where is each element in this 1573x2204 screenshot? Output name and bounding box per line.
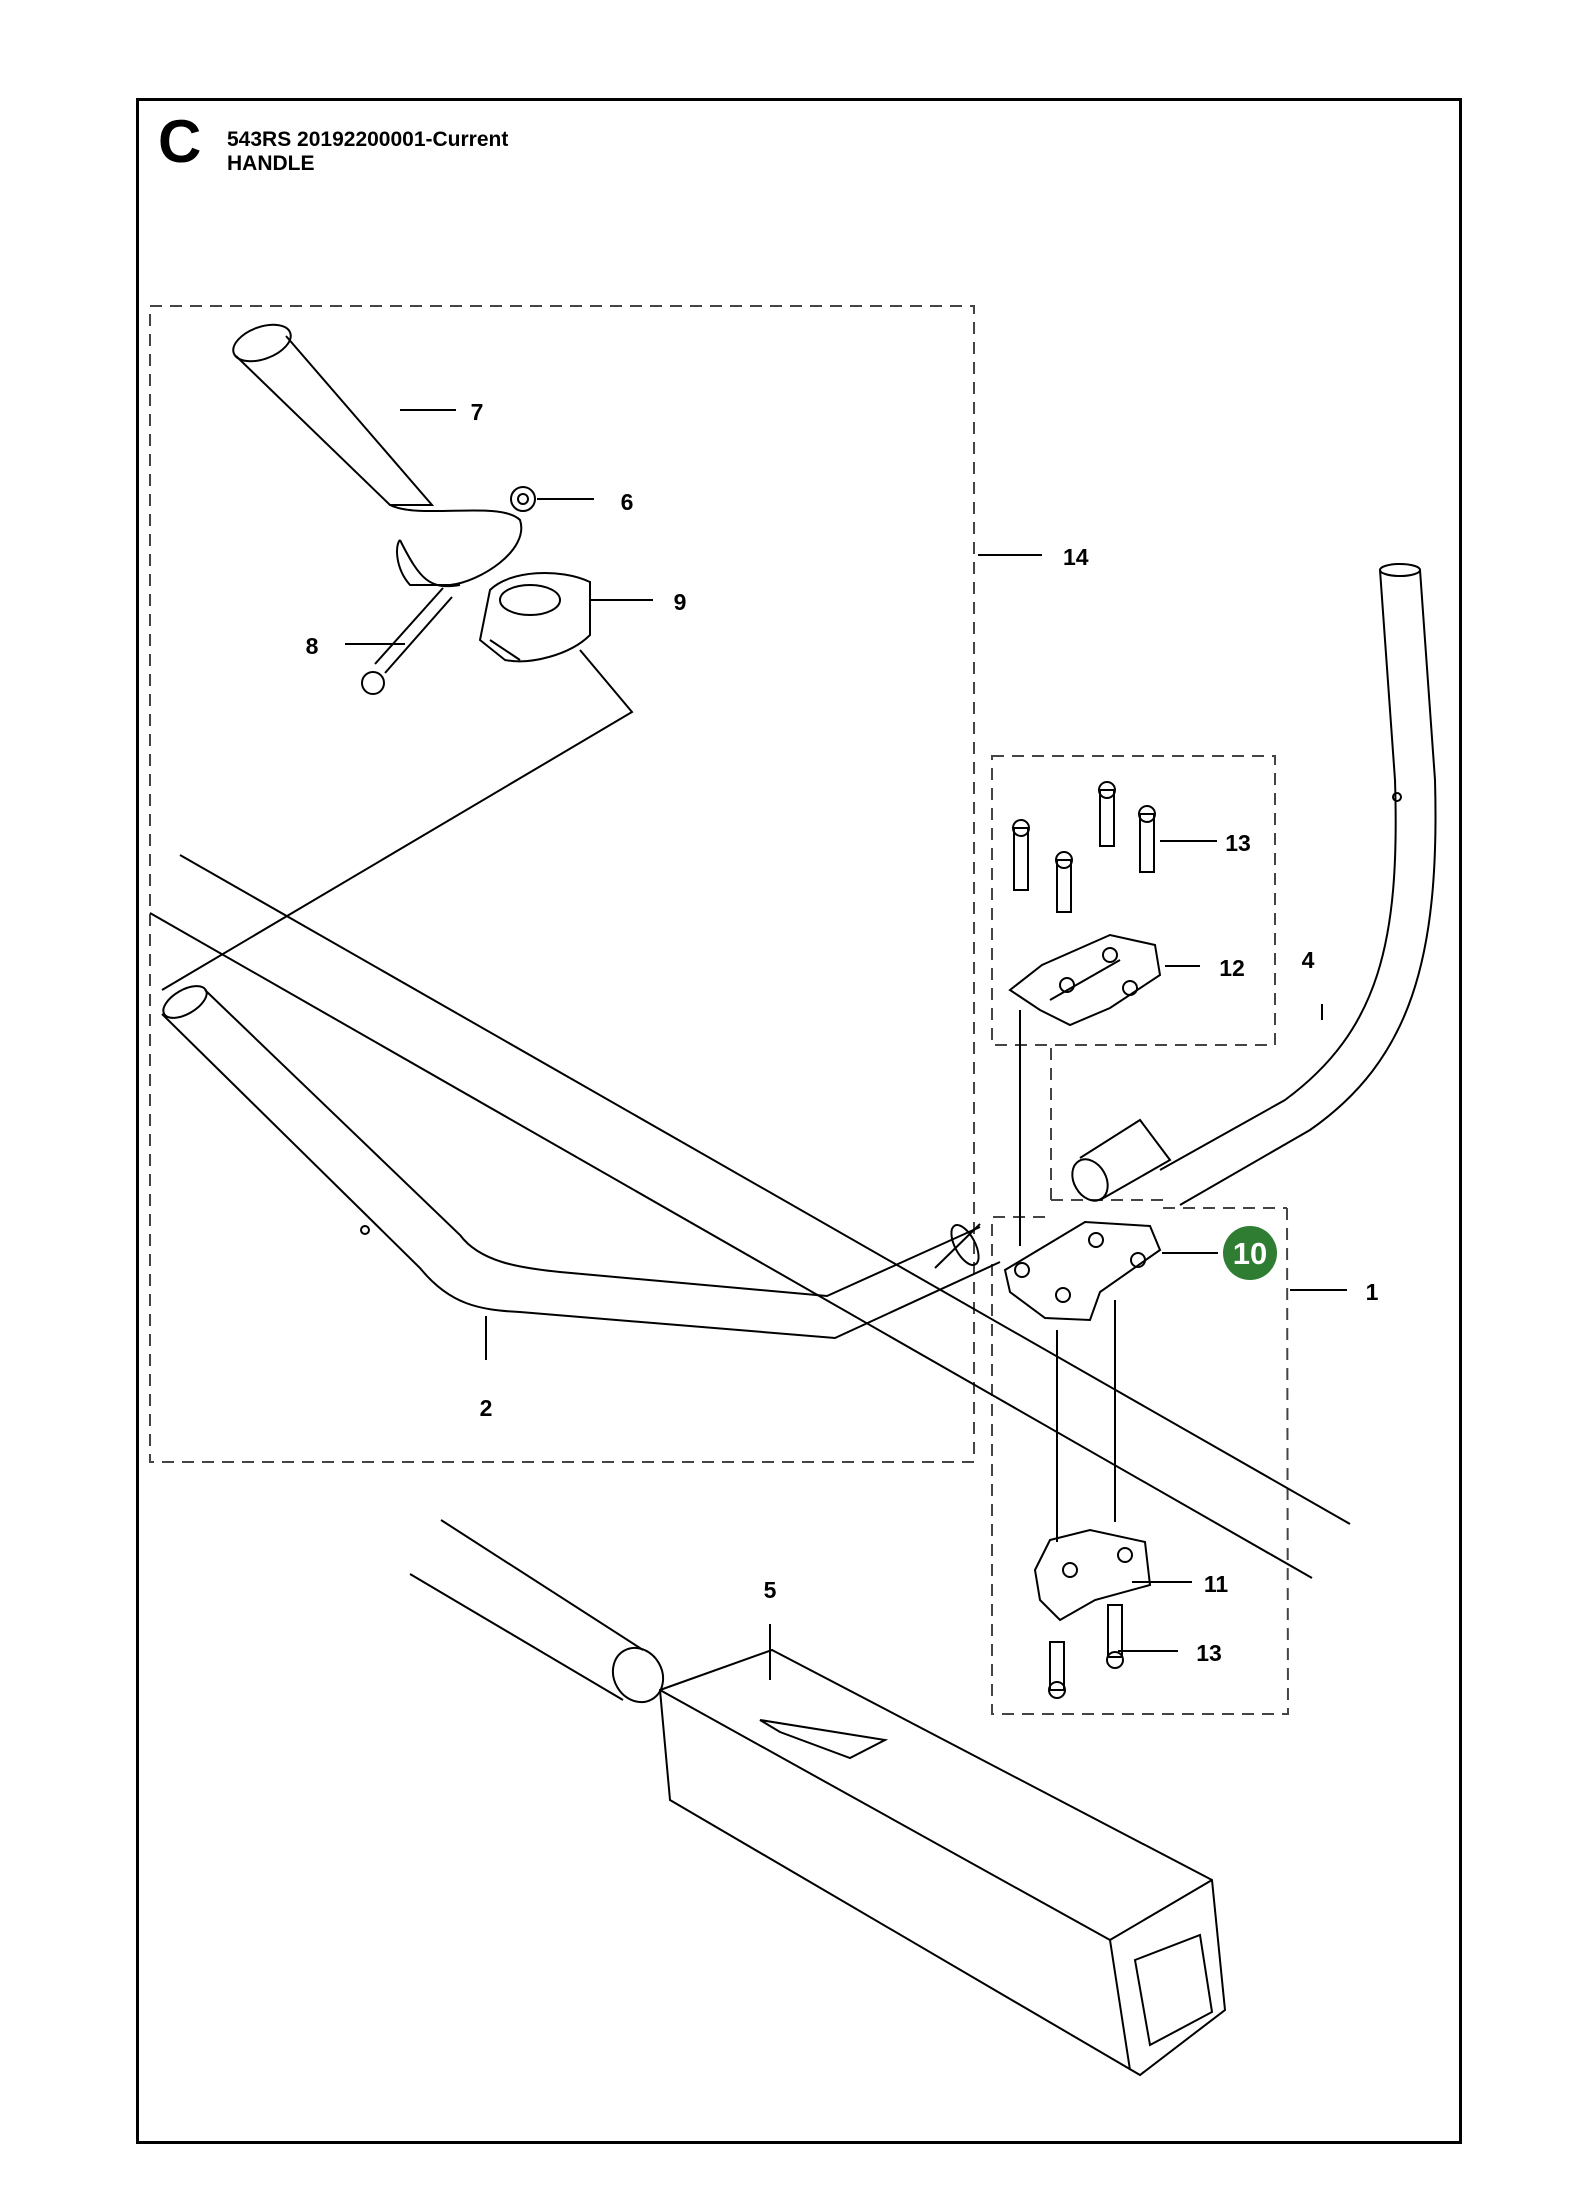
upper-clamp-part-12[interactable] (1008, 933, 1162, 1027)
group-box-clamp-assembly-1 (991, 1207, 1290, 1715)
group-box-handle-tube-4 (1050, 1045, 1287, 1209)
callout-7[interactable]: 7 (471, 399, 484, 425)
shaft-tube-part-5[interactable] (658, 1648, 1227, 2077)
handle-bar-part-2[interactable] (158, 980, 1001, 1340)
model-serial-line: 543RS 20192200001-Current (227, 128, 509, 151)
callout-14[interactable]: 14 (1063, 544, 1089, 570)
callout-13-bottom[interactable]: 13 (1196, 1640, 1222, 1666)
section-letter: C (158, 108, 202, 175)
callout-11[interactable]: 11 (1204, 1571, 1229, 1597)
clamp-part-11[interactable] (1033, 1528, 1152, 1622)
alignment-line-9 (161, 649, 634, 991)
callout-2[interactable]: 2 (480, 1395, 493, 1421)
grip-part-7[interactable] (228, 318, 523, 588)
page-border (136, 98, 1462, 2144)
shaft-tube (409, 1519, 665, 1704)
handle-tube-part-4[interactable] (1065, 563, 1437, 1207)
callout-13-top[interactable]: 13 (1225, 830, 1251, 856)
screw-set-part-13-top[interactable] (1012, 781, 1156, 913)
screw-set-part-13-bottom[interactable] (1048, 1604, 1124, 1699)
callout-8[interactable]: 8 (306, 633, 319, 659)
callout-9[interactable]: 9 (674, 589, 687, 615)
axis-line-upper (179, 854, 1351, 1525)
callout-1[interactable]: 1 (1366, 1279, 1379, 1305)
bracket-part-9[interactable] (478, 572, 591, 663)
callout-4[interactable]: 4 (1302, 947, 1315, 973)
highlight-callout-10[interactable]: 10 (1233, 1236, 1267, 1271)
group-box-upper-clamp-12 (991, 755, 1276, 1046)
callout-6[interactable]: 6 (621, 489, 634, 515)
callout-5[interactable]: 5 (764, 1577, 777, 1603)
clamp-part-10[interactable] (1003, 1220, 1162, 1322)
callout-12[interactable]: 12 (1219, 955, 1245, 981)
highlight-callout-10-circle[interactable] (1223, 1226, 1277, 1280)
axis-line-lower (149, 912, 1313, 1579)
group-box-handle-assembly-14 (149, 305, 975, 1463)
section-title: HANDLE (227, 152, 315, 175)
nut-part-6[interactable] (510, 486, 536, 512)
screw-part-8[interactable] (361, 587, 453, 695)
